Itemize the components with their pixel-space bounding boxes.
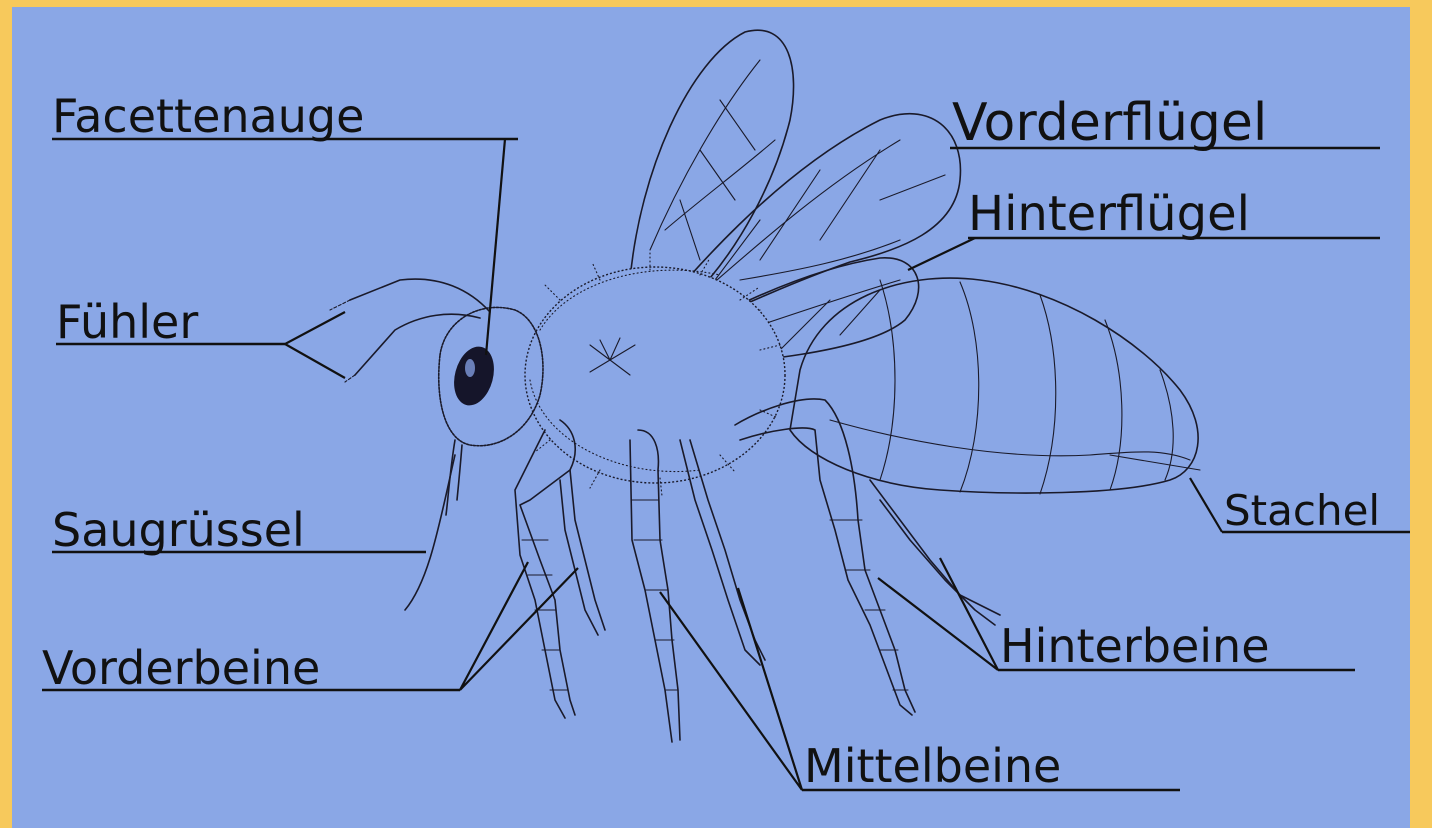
- label-fuehler: Fühler: [56, 295, 198, 349]
- thorax: [525, 252, 785, 496]
- bee-diagram: Facettenauge Fühler Saugrüssel Vorderbei…: [12, 7, 1410, 828]
- label-mittelbeine: Mittelbeine: [804, 739, 1061, 793]
- forewing-rear: [630, 30, 794, 300]
- label-hinterbeine: Hinterbeine: [1000, 619, 1270, 673]
- label-vorderbeine: Vorderbeine: [42, 641, 320, 695]
- label-hinterfluegel: Hinterflügel: [968, 186, 1250, 242]
- label-saugruessel: Saugrüssel: [52, 503, 305, 557]
- label-stachel: Stachel: [1224, 486, 1380, 535]
- label-facettenauge: Facettenauge: [52, 89, 364, 143]
- diagram-frame: Facettenauge Fühler Saugrüssel Vorderbei…: [12, 7, 1410, 828]
- compound-eye: [448, 342, 500, 410]
- proboscis: [405, 440, 462, 610]
- hind-legs: [735, 399, 1000, 715]
- label-vorderfluegel: Vorderflügel: [952, 93, 1267, 153]
